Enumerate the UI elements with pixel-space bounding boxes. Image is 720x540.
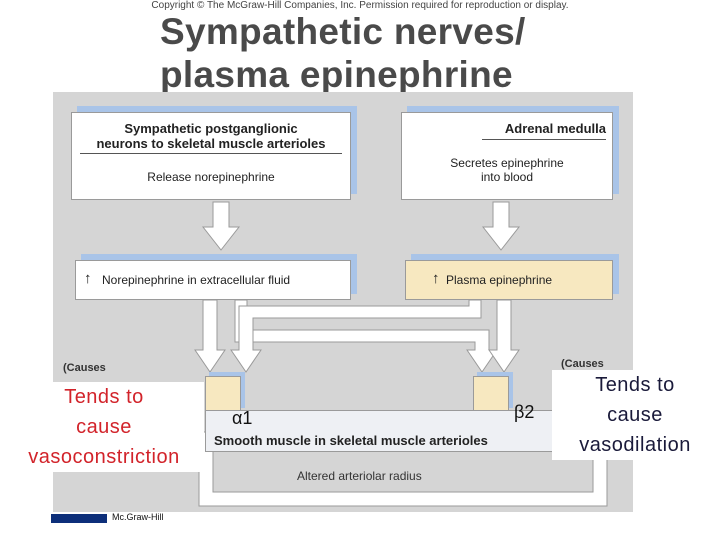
plasma-epinephrine-label: Plasma epinephrine bbox=[446, 273, 553, 287]
increase-arrow-icon: ↑ bbox=[84, 270, 92, 287]
publisher-name: Mc.Graw-Hill bbox=[112, 512, 164, 522]
norepinephrine-label: Norepinephrine in extracellular fluid bbox=[102, 273, 291, 287]
title-line-1: Sympathetic nerves/ bbox=[160, 11, 526, 52]
causes-left-label: (Causes bbox=[63, 362, 106, 374]
adrenal-medulla-box: Adrenal medulla Secretes epinephrine int… bbox=[401, 112, 613, 200]
left-line-1: Tends to bbox=[64, 386, 144, 408]
publisher-logo bbox=[51, 514, 107, 523]
left-line-2: cause bbox=[76, 416, 132, 438]
adrenal-divider bbox=[482, 139, 606, 140]
smooth-muscle-label: Smooth muscle in skeletal muscle arterio… bbox=[214, 433, 488, 448]
beta-2-label: β2 bbox=[514, 402, 534, 423]
copyright-notice: Copyright © The McGraw-Hill Companies, I… bbox=[151, 0, 569, 11]
adrenal-action-line-2: into blood bbox=[480, 170, 534, 184]
beta-receptor-box bbox=[473, 376, 509, 412]
sympathetic-divider bbox=[80, 153, 342, 154]
connector-arrows bbox=[194, 201, 608, 507]
adrenal-action-line-1: Secretes epinephrine bbox=[450, 156, 564, 170]
right-line-1: Tends to bbox=[595, 374, 675, 396]
sympathetic-title-line-1: Sympathetic postganglionic bbox=[124, 121, 298, 136]
causes-right-label: (Causes bbox=[561, 358, 604, 370]
alpha-receptor-box bbox=[205, 376, 241, 412]
altered-radius-label: Altered arteriolar radius bbox=[297, 469, 422, 483]
plasma-epinephrine-box: ↑ Plasma epinephrine bbox=[405, 260, 613, 300]
sympathetic-title-line-2: neurons to skeletal muscle arterioles bbox=[96, 136, 326, 151]
beta-2-text: β2 bbox=[514, 402, 535, 422]
vasodilation-annotation: Tends to cause vasodilation bbox=[552, 370, 718, 460]
slide-title: Sympathetic nerves/ plasma epinephrine bbox=[160, 10, 526, 96]
right-line-3: vasodilation bbox=[579, 434, 691, 456]
norepinephrine-box: ↑ Norepinephrine in extracellular fluid bbox=[75, 260, 351, 300]
left-line-3: vasoconstriction bbox=[28, 446, 180, 468]
vasoconstriction-annotation: Tends to cause vasoconstriction bbox=[4, 382, 204, 472]
alpha-1-label: α1 bbox=[232, 408, 252, 429]
increase-arrow-icon: ↑ bbox=[432, 270, 440, 287]
title-line-2: plasma epinephrine bbox=[160, 54, 513, 95]
adrenal-title: Adrenal medulla bbox=[504, 121, 606, 136]
alpha-1-text: α1 bbox=[232, 408, 253, 428]
right-line-2: cause bbox=[607, 404, 663, 426]
sympathetic-neurons-box: Sympathetic postganglionic neurons to sk… bbox=[71, 112, 351, 200]
sympathetic-action: Release norepinephrine bbox=[147, 170, 275, 184]
